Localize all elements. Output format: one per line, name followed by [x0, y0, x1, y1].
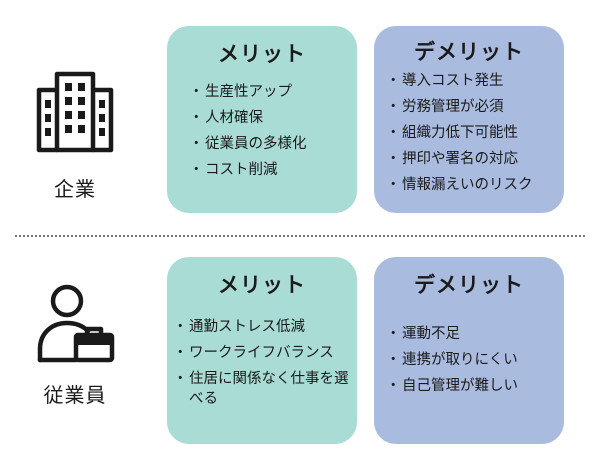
list-item: コスト削減	[189, 160, 351, 180]
list-item: 導入コスト発生	[386, 71, 562, 91]
company-merit-card: メリット 生産性アップ 人材確保 従業員の多様化 コスト削減	[167, 26, 357, 213]
list-item: 情報漏えいのリスク	[386, 175, 562, 195]
employee-demerit-title: デメリット	[414, 273, 524, 297]
worker-icon	[36, 283, 118, 363]
list-item: 押印や署名の対応	[386, 149, 562, 169]
list-item: 生産性アップ	[189, 82, 351, 102]
company-demerit-title: デメリット	[414, 40, 524, 64]
building-icon	[34, 70, 116, 154]
list-item: 通勤ストレス低減	[173, 317, 353, 337]
list-item: 人材確保	[189, 108, 351, 128]
employee-merit-card: メリット 通勤ストレス低減 ワークライフバランス 住居に関係なく仕事を選べる	[167, 257, 357, 444]
list-item: ワークライフバランス	[173, 343, 353, 363]
list-item: 従業員の多様化	[189, 134, 351, 154]
company-demerit-card: デメリット 導入コスト発生 労務管理が必須 組織力低下可能性 押印や署名の対応 …	[374, 26, 564, 213]
list-item: 組織力低下可能性	[386, 123, 562, 143]
employee-demerit-list: 運動不足 連携が取りにくい 自己管理が難しい	[386, 324, 562, 402]
section-divider	[15, 235, 585, 237]
company-merit-title: メリット	[218, 42, 306, 66]
list-item: 自己管理が難しい	[386, 376, 562, 396]
list-item: 連携が取りにくい	[386, 350, 562, 370]
employee-label: 従業員	[43, 383, 107, 407]
list-item: 運動不足	[386, 324, 562, 344]
employee-merit-list: 通勤ストレス低減 ワークライフバランス 住居に関係なく仕事を選べる	[173, 317, 353, 415]
company-label: 企業	[54, 177, 96, 201]
company-demerit-list: 導入コスト発生 労務管理が必須 組織力低下可能性 押印や署名の対応 情報漏えいの…	[386, 71, 562, 201]
list-item: 労務管理が必須	[386, 97, 562, 117]
list-item: 住居に関係なく仕事を選べる	[173, 369, 353, 409]
company-merit-list: 生産性アップ 人材確保 従業員の多様化 コスト削減	[189, 82, 351, 186]
employee-merit-title: メリット	[218, 273, 306, 297]
employee-demerit-card: デメリット 運動不足 連携が取りにくい 自己管理が難しい	[374, 257, 564, 444]
